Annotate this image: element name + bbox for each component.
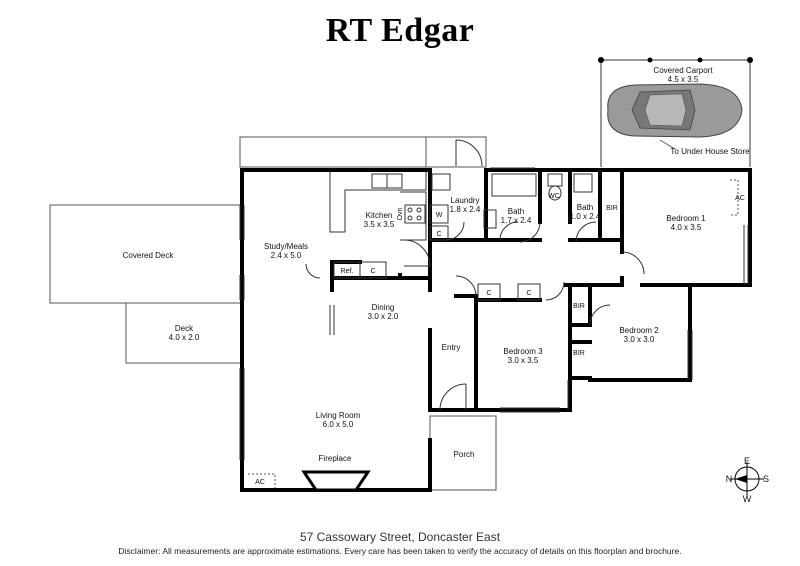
bedroom2-label: Bedroom 2 [619, 326, 659, 335]
porch-label: Porch [454, 450, 475, 459]
car-icon [607, 83, 743, 138]
bedroom2-dims: 3.0 x 3.0 [624, 335, 655, 344]
bedroom1-dims: 4.0 x 3.5 [671, 223, 702, 232]
living-label: Living Room [316, 411, 361, 420]
hall-cupboard-1-label: C [486, 290, 491, 297]
kitchen-cupboard [359, 261, 387, 279]
bath1-label: Bath [508, 207, 524, 216]
laundry-dims: 1.8 x 2.4 [450, 205, 481, 214]
ac-living-label: AC [255, 479, 265, 486]
fireplace-icon [301, 470, 371, 492]
laundry-cupboard-label: C [436, 231, 441, 238]
fireplace-label: Fireplace [319, 454, 352, 463]
roof-line [239, 136, 427, 168]
cooktop-icon [404, 204, 426, 224]
study-dims: 2.4 x 5.0 [271, 251, 302, 260]
bath2-dims: 1.0 x 2.4 [570, 212, 601, 221]
bir2-label: BIR [573, 303, 585, 310]
bedroom3-label: Bedroom 3 [503, 347, 543, 356]
deck-dims: 4.0 x 2.0 [169, 333, 200, 342]
compass-n: N [726, 474, 733, 484]
study-label: Study/Meals [264, 242, 308, 251]
roof-line-2 [425, 136, 487, 168]
oven-label: Ovn [397, 207, 404, 220]
deck-label: Deck [175, 324, 194, 333]
laundry-cupboard [429, 225, 449, 241]
disclaimer-text: Disclaimer: All measurements are approxi… [118, 546, 682, 556]
bedroom3-dims: 3.0 x 3.5 [508, 356, 539, 365]
entry-label: Entry [442, 343, 461, 352]
carport-area [598, 57, 753, 167]
windows [239, 167, 749, 460]
covered-deck-label: Covered Deck [123, 251, 175, 260]
hall-cupboard-2 [517, 283, 541, 301]
doors [305, 139, 645, 411]
washer-label: W [436, 212, 443, 219]
kitchen-label: Kitchen [366, 211, 393, 220]
laundry-tub-icon [431, 173, 451, 191]
vanity-icon [483, 209, 497, 229]
bath2-label: Bath [577, 203, 593, 212]
bedroom1-label: Bedroom 1 [666, 214, 706, 223]
ref-label: Ref. [341, 268, 354, 275]
bir3-label: BIR [573, 350, 585, 357]
property-address: 57 Cassowary Street, Doncaster East [299, 530, 501, 544]
compass-e: E [744, 456, 750, 466]
kitchen-benches [248, 172, 739, 488]
floor-plan: Covered Carport 4.5 x 3.5 To Under House… [49, 57, 769, 504]
store-label: To Under House Store [670, 147, 750, 156]
compass-w: W [743, 494, 752, 504]
dining-label: Dining [372, 303, 395, 312]
washer-box [429, 204, 449, 224]
bathtub-icon [491, 173, 537, 197]
toilet-cistern-icon [547, 173, 563, 187]
compass-s: S [763, 474, 769, 484]
hall-cupboard-1 [477, 283, 501, 301]
kitchen-cupboard-label: C [370, 268, 375, 275]
dining-dims: 3.0 x 2.0 [368, 312, 399, 321]
compass-icon [730, 462, 764, 496]
ac-bedroom-label: AC [735, 195, 745, 202]
bir1-label: BIR [606, 205, 618, 212]
shower-icon [573, 173, 593, 193]
brand-logo: RT Edgar [325, 12, 475, 49]
wc-label: WC [548, 193, 560, 200]
hall-cupboard-2-label: C [526, 290, 531, 297]
laundry-label: Laundry [451, 196, 480, 205]
living-dims: 6.0 x 5.0 [323, 420, 354, 429]
bath1-dims: 1.7 x 2.4 [501, 216, 532, 225]
toilet-icon [548, 185, 562, 201]
kitchen-dims: 3.5 x 3.5 [364, 220, 395, 229]
carport-label: Covered Carport [653, 66, 713, 75]
carport-dims: 4.5 x 3.5 [668, 75, 699, 84]
